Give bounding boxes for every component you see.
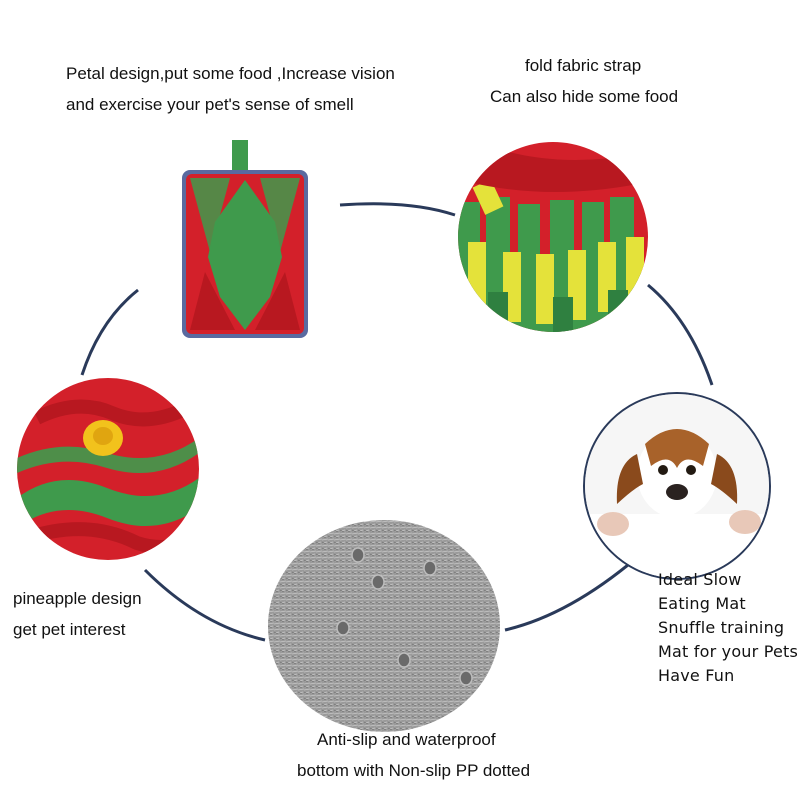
slogan-caption: Ideal Slow Eating Mat Snuffle training M… (658, 568, 798, 688)
bottom-caption-line-2: bottom with Non-slip PP dotted (297, 761, 531, 780)
strap-caption-line-1: fold fabric strap (525, 56, 642, 75)
anti-slip-bottom-image (268, 520, 500, 732)
pineapple-caption-line-1: pineapple design (13, 589, 142, 608)
pineapple-caption-line-2: get pet interest (13, 620, 126, 639)
petal-mat-image (150, 132, 340, 347)
slogan-line-5: Have Fun (658, 666, 735, 685)
puppy-image (583, 392, 771, 580)
petal-caption-line-1: Petal design,put some food ,Increase vis… (66, 64, 395, 83)
strap-caption: fold fabric strap Can also hide some foo… (490, 50, 678, 112)
bottom-caption: Anti-slip and waterproof bottom with Non… (297, 724, 530, 786)
strap-closeup-image (458, 142, 648, 332)
strap-caption-line-2: Can also hide some food (490, 87, 679, 106)
slogan-line-2: Eating Mat (658, 594, 746, 613)
slogan-line-1: Ideal Slow (658, 570, 742, 589)
slogan-line-3: Snuffle training (658, 618, 785, 637)
petal-caption-line-2: and exercise your pet's sense of smell (66, 95, 354, 114)
petal-caption: Petal design,put some food ,Increase vis… (66, 58, 395, 120)
slogan-line-4: Mat for your Pets (658, 642, 799, 661)
bottom-caption-line-1: Anti-slip and waterproof (317, 730, 496, 749)
pineapple-design-image (17, 378, 199, 560)
pineapple-caption: pineapple design get pet interest (13, 583, 142, 645)
